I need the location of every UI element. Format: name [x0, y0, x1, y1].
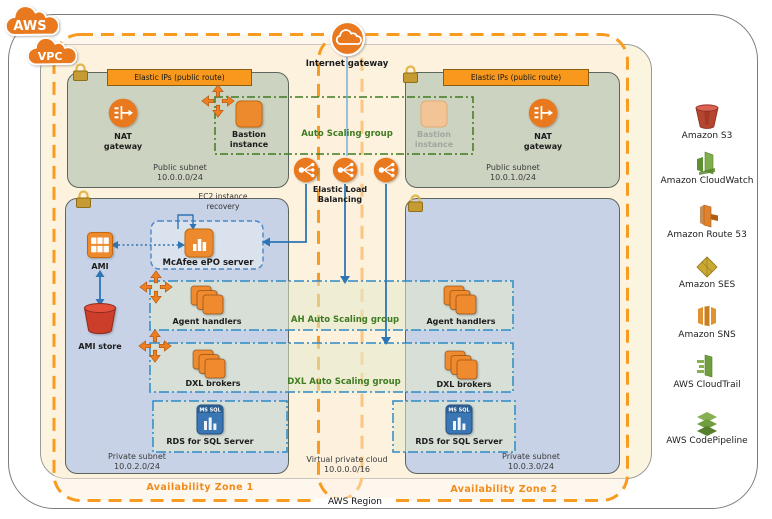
ah-asg-label: AH Auto Scaling group	[290, 315, 400, 325]
service-label-s3: Amazon S3	[681, 131, 733, 141]
vpc-cidr-label: Virtual private cloud 10.0.0.0/16	[306, 455, 388, 474]
aws-cloudtrail-icon	[697, 354, 713, 378]
agent-handlers-label-right: Agent handlers	[426, 317, 496, 326]
service-label-cloudtrail: AWS CloudTrail	[673, 380, 741, 390]
epo-server-icon	[184, 228, 214, 258]
nat-gateway-icon	[528, 98, 558, 128]
lock-icon	[76, 190, 91, 208]
epo-server-label: McAfee ePO server	[162, 258, 254, 268]
auto-scaling-icon	[138, 329, 172, 363]
dxl-asg-label: DXL Auto Scaling group	[287, 377, 401, 387]
bastion-label-right: Bastion instance	[414, 130, 454, 149]
nat-gateway-label-right: NAT gateway	[523, 132, 563, 151]
rds-label-right: RDS for SQL Server	[415, 437, 503, 446]
ami-store-icon	[83, 303, 117, 334]
lock-icon	[73, 63, 88, 81]
ami-icon	[87, 232, 113, 258]
dxl-brokers-label-right: DXL brokers	[436, 380, 492, 389]
elastic-ips-banner-right: Elastic IPs (public route)	[443, 69, 589, 86]
auto-scaling-icon	[139, 270, 173, 304]
agent-handlers-label-left: Agent handlers	[172, 317, 242, 326]
service-label-codepipeline: AWS CodePipeline	[666, 436, 748, 446]
auto-scaling-icon	[201, 84, 235, 118]
elastic-ips-banner-left: Elastic IPs (public route)	[107, 69, 252, 86]
amazon-sns-icon	[698, 306, 716, 326]
ami-store-label: AMI store	[78, 342, 122, 351]
service-label-cloudwatch: Amazon CloudWatch	[660, 176, 754, 186]
dxl-brokers-icon	[192, 349, 226, 379]
elastic-load-balancer-icon	[332, 157, 358, 183]
private-subnet-right	[405, 198, 620, 474]
private-subnet-right-label: Private subnet 10.0.3.0/24	[502, 452, 560, 471]
amazon-route53-icon	[700, 204, 718, 228]
elb-label: Elastic Load Balancing	[312, 185, 368, 204]
auto-scaling-group-label: Auto Scaling group	[301, 129, 393, 139]
rds-label-left: RDS for SQL Server	[166, 437, 254, 446]
aws-region-label: AWS Region	[315, 497, 395, 508]
mssql-badge-text: MS SQL	[199, 408, 221, 414]
public-subnet-right-label: Public subnet 10.0.1.0/24	[486, 163, 540, 182]
nat-gateway-label-left: NAT gateway	[103, 132, 143, 151]
aws-codepipeline-icon	[697, 412, 717, 436]
amazon-ses-icon	[696, 256, 718, 278]
amazon-s3-icon	[695, 104, 719, 129]
private-subnet-left-label: Private subnet 10.0.2.0/24	[108, 452, 166, 471]
elastic-load-balancer-icon	[373, 157, 399, 183]
ec2-recovery-label: EC2 instance recovery	[198, 192, 248, 211]
service-label-route53: Amazon Route 53	[667, 230, 747, 240]
agent-handlers-icon	[190, 285, 224, 315]
internet-gateway-label: Internet gateway	[305, 59, 389, 69]
agent-handlers-icon	[443, 285, 477, 315]
amazon-cloudwatch-icon	[697, 151, 715, 175]
rds-mssql-icon: MS SQL	[445, 404, 473, 435]
availability-zone-1-label: Availability Zone 1	[146, 482, 254, 493]
internet-gateway-icon	[329, 20, 366, 57]
ami-label: AMI	[91, 262, 109, 271]
aws-badge-text: AWS	[13, 19, 46, 34]
rds-mssql-icon: MS SQL	[196, 404, 224, 435]
dxl-brokers-icon	[444, 350, 478, 380]
elastic-load-balancer-icon	[293, 157, 319, 183]
service-label-ses: Amazon SES	[678, 280, 736, 290]
nat-gateway-icon	[108, 98, 138, 128]
mssql-badge-text: MS SQL	[448, 408, 470, 414]
bastion-label-left: Bastion instance	[229, 130, 269, 149]
vpc-badge-text: VPC	[38, 50, 63, 63]
service-label-sns: Amazon SNS	[678, 330, 736, 340]
lock-icon	[403, 65, 418, 83]
lock-icon	[408, 194, 423, 212]
availability-zone-2-label: Availability Zone 2	[450, 484, 558, 495]
aws-cloud-badge: AWS	[4, 5, 59, 37]
vpc-cloud-badge: VPC	[26, 37, 77, 66]
public-subnet-left-label: Public subnet 10.0.0.0/24	[153, 163, 207, 182]
dxl-brokers-label-left: DXL brokers	[185, 379, 241, 388]
bastion-instance-icon-disabled	[420, 100, 448, 128]
bastion-instance-icon	[235, 100, 263, 128]
